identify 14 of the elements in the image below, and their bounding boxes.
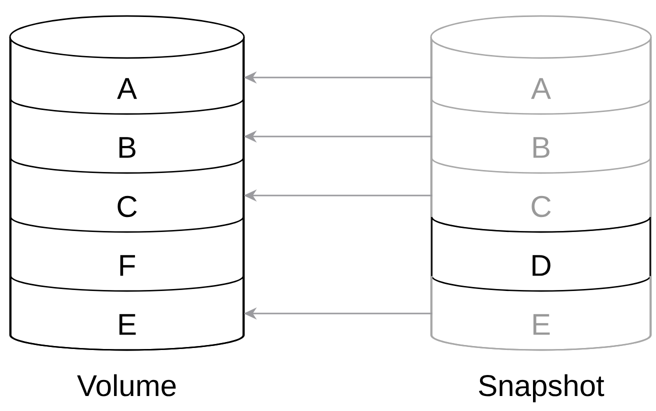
disk-segment: B (431, 99, 651, 174)
cylinder-label: Volume (77, 374, 176, 396)
disk-segment: B (10, 99, 244, 174)
disk-segment: C (10, 158, 244, 233)
disk-segment: F (10, 217, 244, 292)
disk-segment: E (431, 276, 651, 351)
disk-segment: A (431, 40, 651, 115)
disk-segment: E (10, 276, 244, 351)
cylinder-label: Snapshot (478, 374, 604, 402)
cylinder (9, 15, 245, 351)
disk-segment: A (10, 40, 244, 115)
cylinder (430, 15, 652, 351)
disk-segment: C (431, 158, 651, 233)
disk-segment: D (431, 216, 651, 292)
